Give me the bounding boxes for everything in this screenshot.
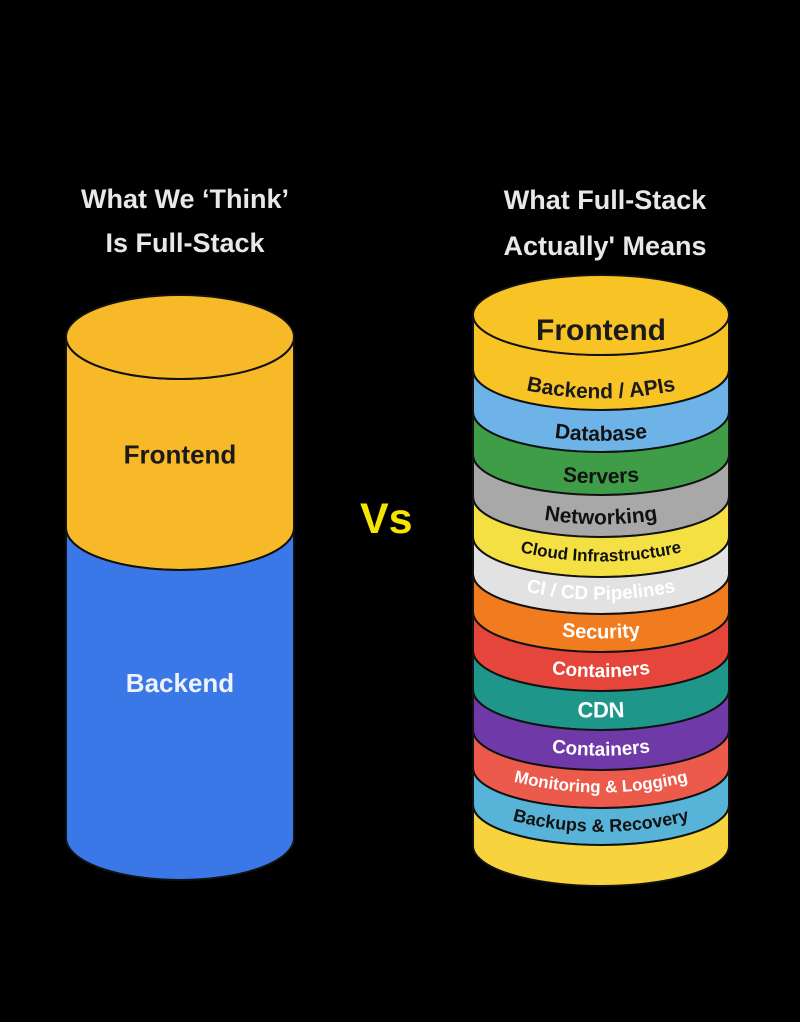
left-heading-line-1: What We ‘Think’ — [81, 184, 289, 214]
right-heading: What Full-Stack Actually' Means — [455, 177, 755, 269]
layer-label-security-7: Security — [561, 619, 642, 643]
layer-label-networking-4: Networking — [543, 502, 658, 529]
stack-top-cap — [65, 294, 295, 380]
layer-label-frontend-0: Frontend — [536, 314, 666, 347]
layer-label-servers-3: Servers — [562, 463, 640, 488]
layer-label-containers-10: Containers — [551, 736, 651, 760]
left-heading-line-2: Is Full-Stack — [105, 228, 265, 258]
right-heading-line-2: Actually' Means — [503, 231, 707, 261]
layer-label-database-2: Database — [554, 420, 648, 446]
left-heading: What We ‘Think’ Is Full-Stack — [40, 177, 330, 265]
stack-top-cap — [472, 274, 730, 356]
layer-label-containers-8: Containers — [551, 658, 651, 682]
vs-label: Vs — [360, 495, 413, 543]
layer-label-frontend-0: Frontend — [124, 440, 237, 470]
layer-backend-1 — [65, 527, 295, 881]
layer-label-cdn-9: CDN — [577, 697, 625, 723]
right-heading-line-1: What Full-Stack — [503, 185, 707, 215]
layer-label-backend-1: Backend — [126, 668, 234, 698]
layer-backups-recovery-12 — [472, 804, 730, 887]
